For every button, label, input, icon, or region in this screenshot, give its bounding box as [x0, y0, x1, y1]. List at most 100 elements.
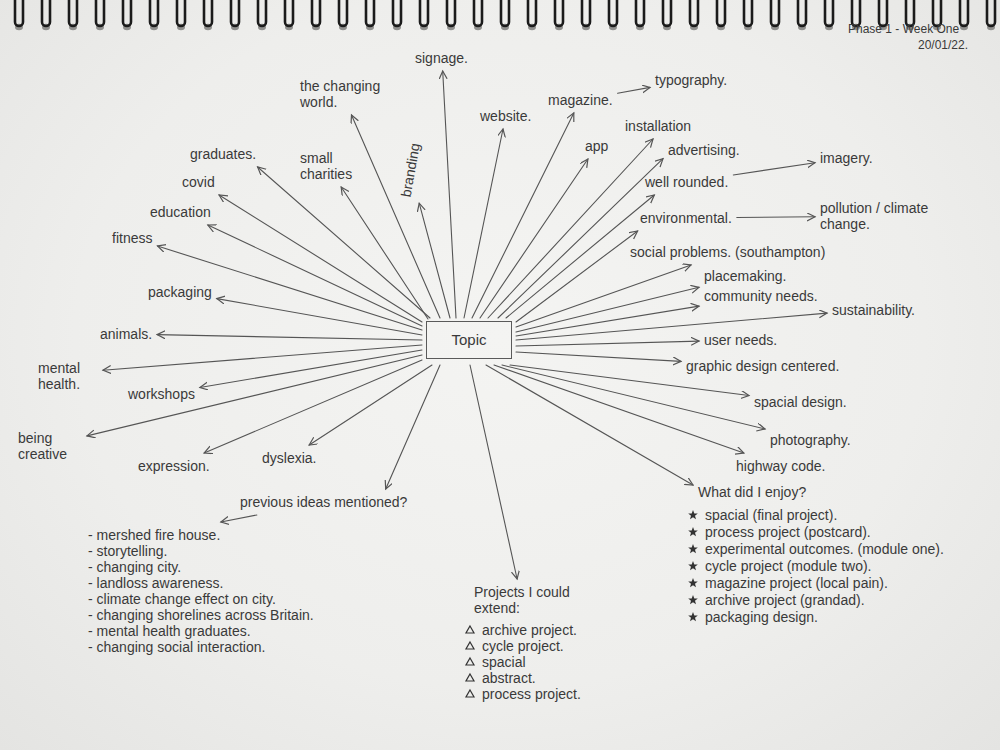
topic-idea: graduates. — [190, 146, 256, 162]
topic-idea: spacial design. — [754, 394, 847, 410]
star-bullet — [688, 595, 698, 604]
topic-idea: imagery. — [820, 150, 873, 166]
arrow-line — [516, 287, 699, 332]
topic-idea: - mental health graduates. — [88, 623, 251, 639]
topic-idea: education — [150, 204, 211, 220]
arrow-line — [470, 365, 517, 579]
topic-idea: graphic design centered. — [686, 358, 839, 374]
star-bullet — [688, 510, 698, 519]
topic-idea: - changing city. — [88, 559, 181, 575]
topic-idea: packaging — [148, 284, 212, 300]
triangle-bullet — [466, 642, 474, 649]
triangle-bullet — [466, 674, 474, 681]
topic-idea: experimental outcomes. (module one). — [705, 541, 944, 557]
topic-idea: highway code. — [736, 458, 826, 474]
arrow-line — [516, 231, 638, 322]
arrow-line — [516, 306, 699, 336]
topic-idea: - changing social interaction. — [88, 639, 265, 655]
topic-idea: spacial — [482, 654, 526, 670]
topic-idea: workshops — [128, 386, 195, 402]
topic-idea: process project. — [482, 686, 581, 702]
topic-idea: archive project (grandad). — [705, 592, 865, 608]
topic-idea: pollution / climate change. — [820, 200, 975, 232]
date-note: 20/01/22. — [918, 38, 968, 53]
arrow-line — [443, 71, 456, 318]
topic-idea: archive project. — [482, 622, 577, 638]
topic-idea: dyslexia. — [262, 450, 316, 466]
topic-idea: magazine. — [548, 92, 613, 108]
arrow-line — [498, 159, 663, 318]
triangle-bullet — [466, 626, 474, 633]
topic-idea: advertising. — [668, 142, 740, 158]
topic-idea: - mershed fire house. — [88, 527, 220, 543]
topic-idea: environmental. — [640, 210, 732, 226]
topic-idea: app — [585, 138, 608, 154]
arrow-line — [352, 115, 441, 318]
topic-idea: fitness — [112, 230, 152, 246]
arrow-line — [221, 515, 257, 522]
topic-idea: mental health. — [38, 360, 98, 392]
topic-idea: abstract. — [482, 670, 536, 686]
star-bullet — [688, 544, 698, 553]
arrow-line — [516, 313, 827, 340]
topic-idea: packaging design. — [705, 609, 818, 625]
arrow-line — [419, 203, 450, 318]
arrow-line — [464, 129, 503, 318]
topic-idea: sustainability. — [832, 302, 915, 318]
topic-idea: community needs. — [704, 288, 818, 304]
topic-idea: user needs. — [704, 332, 777, 348]
arrow-line — [217, 299, 422, 335]
topic-idea: the changing world. — [300, 78, 390, 110]
topic-idea: spacial (final project). — [705, 507, 837, 523]
topic-box: Topic — [426, 321, 512, 359]
topic-idea: cycle project (module two). — [705, 558, 872, 574]
list-heading: previous ideas mentioned? — [240, 494, 407, 510]
arrow-line — [494, 365, 744, 453]
arrow-line — [737, 216, 815, 218]
topic-text: Topic — [451, 331, 486, 349]
page-heading: Phase 1 - Week One — [848, 22, 959, 37]
topic-idea: photography. — [770, 432, 851, 448]
topic-idea: - climate change effect on city. — [88, 591, 276, 607]
topic-idea: branding — [398, 142, 423, 198]
arrow-line — [733, 163, 815, 175]
arrow-line — [472, 113, 574, 318]
topic-idea: small charities — [300, 150, 362, 182]
topic-idea: typography. — [655, 72, 727, 88]
topic-idea: website. — [480, 108, 531, 124]
arrow-line — [87, 355, 422, 436]
star-bullets — [688, 510, 698, 621]
arrow-line — [219, 195, 422, 322]
topic-idea: social problems. (southampton) — [630, 244, 825, 260]
star-bullet — [688, 527, 698, 536]
triangle-bullet — [466, 658, 474, 665]
triangle-bullet — [466, 690, 474, 697]
arrow-line — [157, 335, 422, 340]
arrow-line — [516, 341, 699, 346]
topic-idea: covid — [182, 174, 215, 190]
topic-idea: magazine project (local pain). — [705, 575, 888, 591]
topic-idea: animals. — [100, 326, 152, 342]
topic-idea: - changing shorelines across Britain. — [88, 607, 314, 623]
topic-idea: expression. — [138, 458, 210, 474]
topic-idea: - landloss awareness. — [88, 575, 223, 591]
list-heading: What did I enjoy? — [698, 484, 806, 500]
arrow-line — [204, 360, 422, 453]
triangle-bullets — [466, 626, 474, 697]
topic-idea: - storytelling. — [88, 543, 167, 559]
arrow-line — [486, 365, 693, 485]
topic-idea: installation — [625, 118, 691, 134]
topic-idea: process project (postcard). — [705, 524, 871, 540]
star-bullet — [688, 578, 698, 587]
arrow-line — [618, 87, 650, 93]
arrow-line — [386, 365, 440, 489]
arrow-line — [208, 225, 422, 326]
topic-idea: being creative — [18, 430, 82, 462]
arrow-line — [516, 352, 681, 361]
topic-idea: well rounded. — [645, 174, 728, 190]
star-bullet — [688, 612, 698, 621]
topic-idea: placemaking. — [704, 268, 787, 284]
topic-idea: signage. — [415, 50, 468, 66]
star-bullet — [688, 561, 698, 570]
list-heading: Projects I could extend: — [474, 584, 594, 616]
